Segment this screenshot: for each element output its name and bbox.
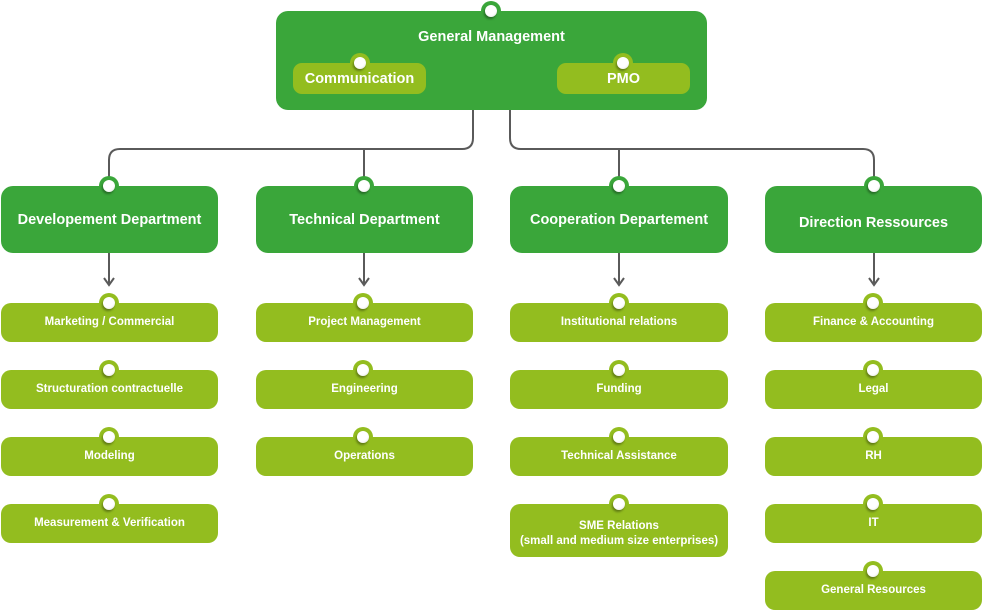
department-title: Developement Department	[17, 211, 202, 228]
department-title: Direction Ressources	[798, 214, 949, 231]
arrow-head-2	[613, 277, 625, 287]
unit-label: Finance & Accounting	[813, 316, 934, 328]
unit-node[interactable]: Legal	[765, 370, 982, 409]
arrow-head-1	[358, 277, 370, 287]
connector-knob-icon	[613, 53, 633, 73]
unit-label: Funding	[596, 383, 642, 395]
department-title: Technical Department	[289, 211, 440, 228]
unit-label: Legal	[858, 383, 889, 395]
connector-knob-icon	[350, 53, 370, 73]
connector-knob-icon	[864, 176, 884, 196]
connector-knob-icon	[99, 427, 119, 447]
department-node-cooperation[interactable]: Cooperation Departement	[510, 186, 728, 253]
connector-knob-icon	[609, 494, 629, 514]
connector-knob-icon	[354, 176, 374, 196]
connector-knob-icon	[353, 360, 373, 380]
unit-node[interactable]: Modeling	[1, 437, 218, 476]
general-management-title: General Management	[418, 29, 565, 45]
unit-label: Operations	[334, 450, 395, 462]
unit-label: Institutional relations	[560, 316, 678, 328]
connector-knob-icon	[609, 427, 629, 447]
connector-knob-icon	[609, 360, 629, 380]
unit-label: Structuration contractuelle	[36, 383, 183, 395]
connector-knob-icon	[863, 293, 883, 313]
connector-knob-icon	[863, 360, 883, 380]
unit-node[interactable]: Institutional relations	[510, 303, 728, 342]
connector-knob-icon	[863, 561, 883, 581]
department-node-direction-ressources[interactable]: Direction Ressources	[765, 186, 982, 253]
unit-label: Modeling	[84, 450, 135, 462]
connector-knob-icon	[99, 494, 119, 514]
connector-root-right	[509, 110, 875, 185]
connector-knob-icon	[609, 176, 629, 196]
general-management-node[interactable]: General Management Communication PMO	[276, 11, 707, 110]
department-title: Cooperation Departement	[529, 211, 709, 228]
connector-knob-icon	[863, 427, 883, 447]
connector-knob-icon	[481, 1, 501, 21]
unit-label: Measurement & Verification	[34, 517, 185, 529]
connector-knob-icon	[353, 293, 373, 313]
unit-label: Marketing / Commercial	[44, 316, 175, 328]
unit-label: General Resources	[821, 584, 926, 596]
unit-label: Technical Assistance	[561, 450, 677, 462]
unit-label: IT	[868, 517, 879, 529]
unit-label: Engineering	[331, 383, 398, 395]
department-node-development[interactable]: Developement Department	[1, 186, 218, 253]
unit-label: SME Relations (small and medium size ent…	[519, 519, 719, 547]
arrow-head-3	[868, 277, 880, 287]
connector-knob-icon	[99, 293, 119, 313]
connector-root-left	[108, 110, 474, 185]
department-node-technical[interactable]: Technical Department	[256, 186, 473, 253]
unit-node[interactable]: Marketing / Commercial	[1, 303, 218, 342]
connector-knob-icon	[99, 176, 119, 196]
unit-label: RH	[865, 450, 882, 462]
arrow-head-0	[103, 277, 115, 287]
connector-knob-icon	[609, 293, 629, 313]
communication-label: Communication	[304, 70, 415, 87]
connector-knob-icon	[863, 494, 883, 514]
unit-label: Project Management	[308, 316, 421, 328]
connector-knob-icon	[353, 427, 373, 447]
connector-knob-icon	[99, 360, 119, 380]
pmo-label: PMO	[606, 70, 641, 87]
